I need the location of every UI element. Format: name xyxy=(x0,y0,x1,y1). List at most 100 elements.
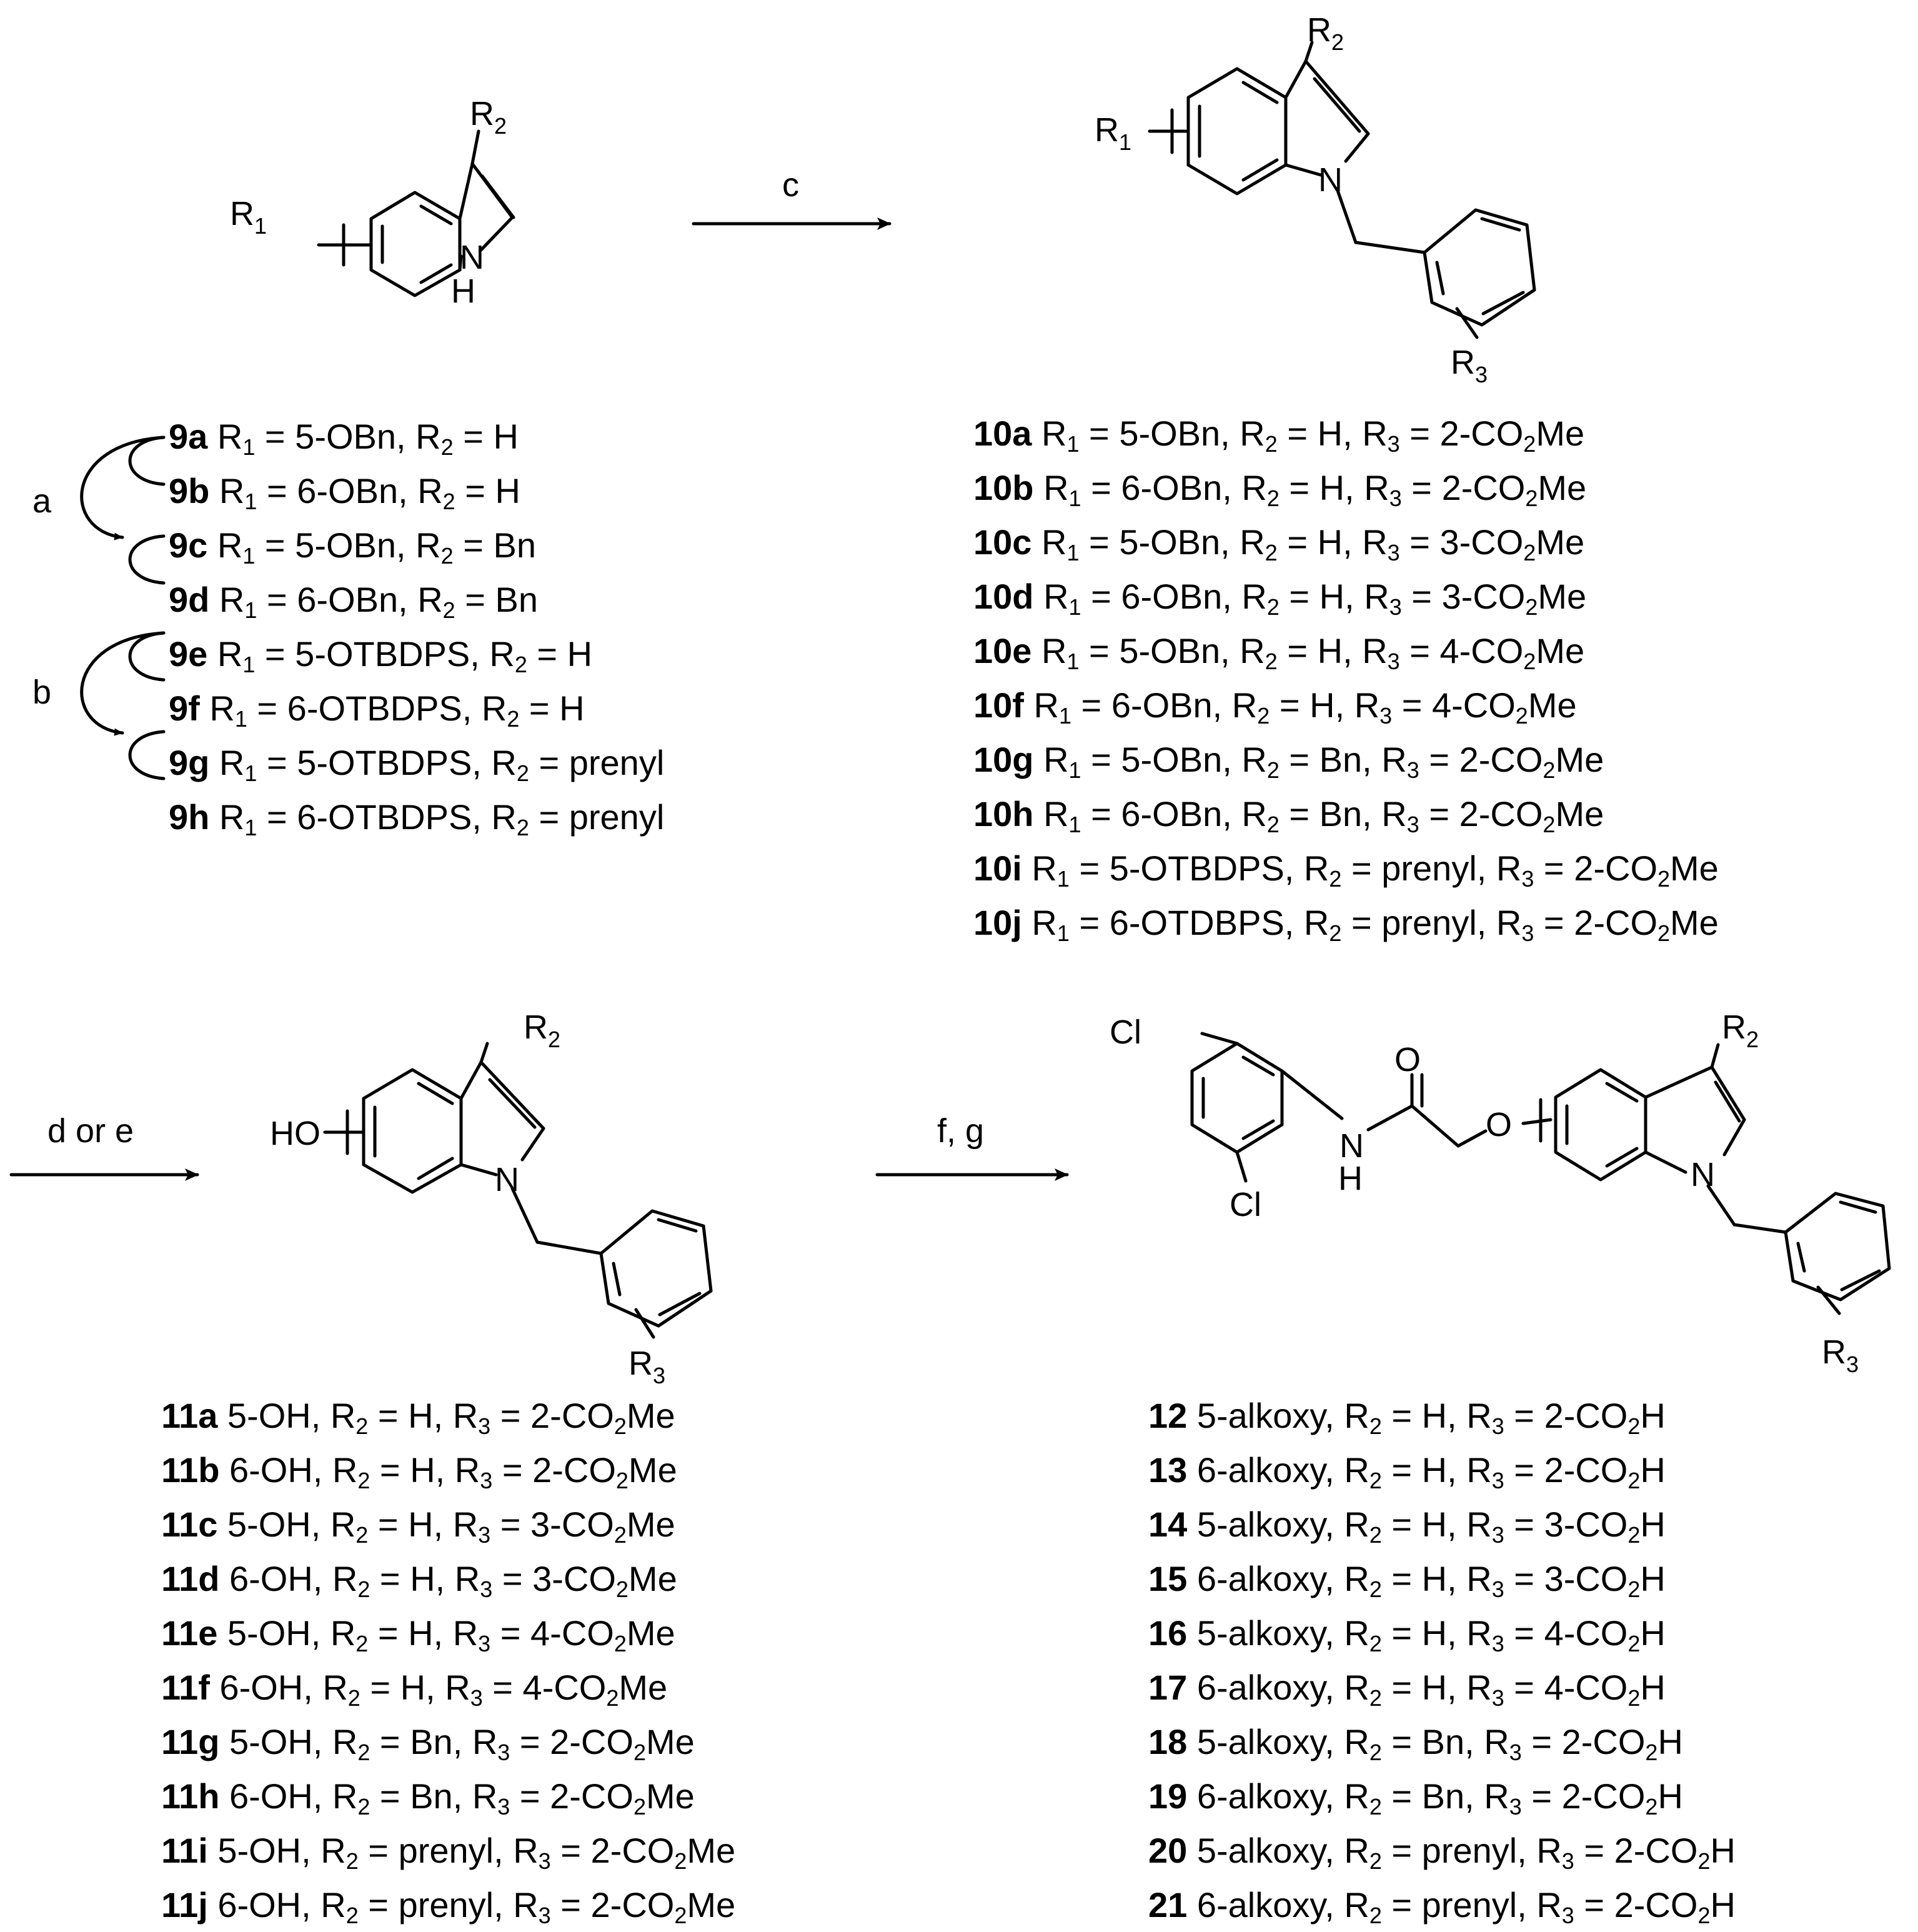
compound-row: 17 6-alkoxy, R2 = H, R3 = 4-CO2H xyxy=(1148,1668,1666,1711)
r2-label: R2 xyxy=(524,1008,560,1052)
r2-value: H xyxy=(408,1396,434,1435)
position-value: 5-alkoxy xyxy=(1196,1722,1325,1761)
compound-row: 10c R1 = 5-OBn, R2 = H, R3 = 3-CO2Me xyxy=(973,522,1585,565)
n-atom: N xyxy=(1318,161,1343,199)
position-value: 6-OH xyxy=(229,1559,313,1598)
r3-value: 2-CO xyxy=(1561,1776,1646,1816)
r2-value: Bn xyxy=(1421,1722,1465,1761)
curved-arrow-a-bottom xyxy=(128,534,166,585)
compound-id: 10b xyxy=(973,468,1034,507)
compound-row: 9b R1 = 6-OBn, R2 = H xyxy=(169,471,520,514)
r2-value: H xyxy=(1319,577,1345,616)
reagent-f-g: f, g xyxy=(937,1112,984,1150)
compound-row: 9c R1 = 5-OBn, R2 = Bn xyxy=(169,525,536,569)
compound-row: 11f 6-OH, R2 = H, R3 = 4-CO2Me xyxy=(161,1668,668,1711)
compound-row: 9g R1 = 5-OTBDPS, R2 = prenyl xyxy=(169,743,665,786)
r1-value: 6-OTDBPS xyxy=(1109,903,1284,942)
r3-value: 3-CO xyxy=(1439,522,1524,562)
r3-suffix: Me xyxy=(1538,577,1587,616)
r2-value: H xyxy=(408,1505,434,1544)
r1-value: 6-OTBDPS xyxy=(297,797,472,837)
r1-value: 5-OBn xyxy=(295,525,397,565)
r2-value: H xyxy=(410,1559,435,1598)
compound-row: 11c 5-OH, R2 = H, R3 = 3-CO2Me xyxy=(161,1505,675,1548)
structure-10: R1 R2 N R3 xyxy=(1095,11,1536,387)
r3-value: 4-CO xyxy=(1439,631,1524,670)
r2-value: H xyxy=(495,471,520,510)
r2-value: Bn xyxy=(495,580,539,619)
r3-value: 2-CO xyxy=(1439,414,1524,453)
position-value: 5-OH xyxy=(217,1831,302,1870)
r3-suffix: H xyxy=(1640,1668,1666,1707)
compound-row: 10a R1 = 5-OBn, R2 = H, R3 = 2-CO2Me xyxy=(973,414,1585,457)
r2-label: R2 xyxy=(1307,11,1344,55)
compound-id: 10h xyxy=(973,794,1034,834)
r3-value: 2-CO xyxy=(1574,849,1657,888)
r2-value: H xyxy=(1309,685,1335,725)
r3-suffix: H xyxy=(1640,1396,1666,1435)
r1-value: 5-OTBDPS xyxy=(1109,849,1284,888)
r3-suffix: Me xyxy=(645,1776,695,1816)
h-atom: H xyxy=(451,272,475,310)
r2-value: H xyxy=(493,417,519,456)
r2-value: H xyxy=(408,1613,434,1653)
compound-row: 10h R1 = 6-OBn, R2 = Bn, R3 = 2-CO2Me xyxy=(973,794,1604,837)
r2-value: Bn xyxy=(1421,1776,1465,1816)
r2-value: H xyxy=(1421,1396,1448,1435)
r2-value: H xyxy=(1317,522,1343,562)
r3-suffix: Me xyxy=(1670,849,1719,888)
compound-row: 21 6-alkoxy, R2 = prenyl, R3 = 2-CO2H xyxy=(1148,1885,1736,1928)
curved-arrow-b xyxy=(80,631,166,736)
position-value: 5-alkoxy xyxy=(1196,1831,1325,1870)
r3-suffix: Me xyxy=(1538,468,1587,507)
r2-value: prenyl xyxy=(1381,903,1477,942)
r3-value: 3-CO xyxy=(1544,1505,1628,1544)
curved-arrow-a xyxy=(80,436,166,540)
compound-row: 9d R1 = 6-OBn, R2 = Bn xyxy=(169,580,539,623)
compound-id: 9a xyxy=(169,417,208,456)
r3-suffix: Me xyxy=(626,1613,675,1653)
reagent-c: c xyxy=(782,166,799,204)
r2-value: H xyxy=(1319,468,1345,507)
o-carbonyl: O xyxy=(1394,1041,1421,1078)
position-value: 6-alkoxy xyxy=(1196,1776,1325,1816)
r2-value: H xyxy=(1421,1613,1448,1653)
n-atom: N xyxy=(1691,1156,1715,1193)
r3-value: 4-CO xyxy=(522,1668,607,1707)
compound-id: 21 xyxy=(1148,1885,1188,1925)
compound-id: 19 xyxy=(1148,1776,1188,1816)
r3-suffix: Me xyxy=(1555,740,1604,779)
position-value: 5-alkoxy xyxy=(1196,1396,1325,1435)
r3-value: 2-CO xyxy=(532,1450,616,1490)
r2-value: Bn xyxy=(1319,794,1363,834)
r3-suffix: H xyxy=(1657,1722,1683,1761)
cl-label-top: Cl xyxy=(1110,1013,1141,1051)
r3-suffix: Me xyxy=(626,1505,675,1544)
compound-row: 20 5-alkoxy, R2 = prenyl, R3 = 2-CO2H xyxy=(1148,1831,1736,1874)
compound-row: 11i 5-OH, R2 = prenyl, R3 = 2-CO2Me xyxy=(161,1831,736,1874)
n-atom-amide: N xyxy=(1339,1127,1364,1165)
r1-value: 5-OBn xyxy=(1119,414,1221,453)
r3-suffix: H xyxy=(1640,1505,1666,1544)
r3-value: 2-CO xyxy=(550,1776,634,1816)
r1-value: 5-OTBDPS xyxy=(295,634,470,674)
r1-value: 6-OBn xyxy=(1111,685,1213,725)
r3-suffix: Me xyxy=(1670,903,1719,942)
r1-value: 5-OBn xyxy=(1119,631,1221,670)
r2-value: prenyl xyxy=(398,1831,494,1870)
compound-id: 13 xyxy=(1148,1450,1188,1490)
r2-value: prenyl xyxy=(1421,1885,1518,1925)
r2-label: R2 xyxy=(1722,1008,1759,1052)
compound-row: 10e R1 = 5-OBn, R2 = H, R3 = 4-CO2Me xyxy=(973,631,1585,674)
r3-value: 2-CO xyxy=(1459,740,1543,779)
reagent-b: b xyxy=(32,674,51,711)
r3-suffix: Me xyxy=(1536,631,1585,670)
position-value: 5-OH xyxy=(227,1505,311,1544)
compound-row: 11e 5-OH, R2 = H, R3 = 4-CO2Me xyxy=(161,1613,675,1656)
r3-value: 2-CO xyxy=(590,1885,675,1925)
reagent-d-or-e: d or e xyxy=(47,1112,134,1150)
r3-value: 2-CO xyxy=(1614,1885,1698,1925)
